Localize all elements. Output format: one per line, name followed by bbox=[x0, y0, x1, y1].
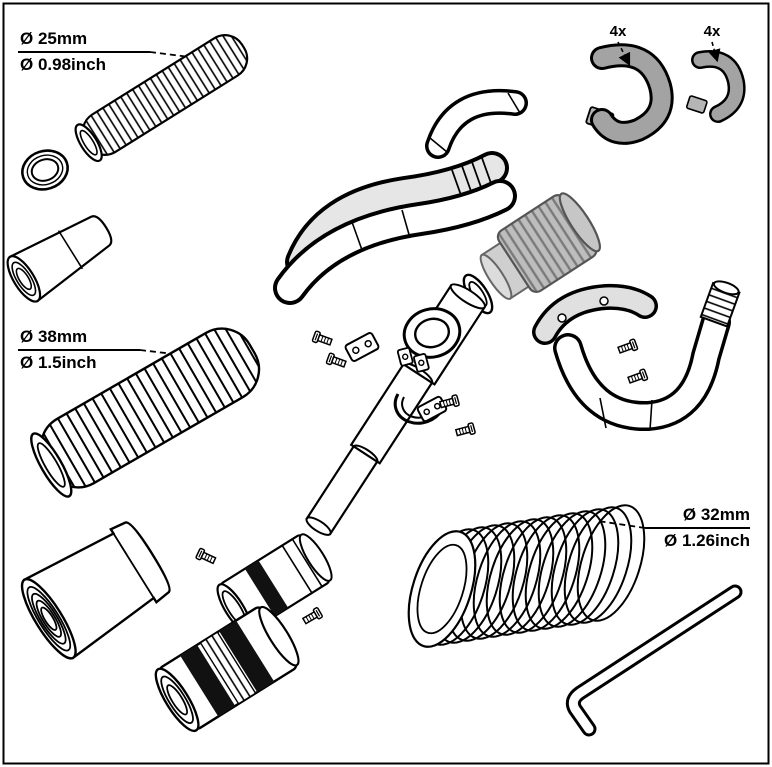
clamp-ring-icon bbox=[396, 307, 462, 373]
label-hose-38: Ø 38mm Ø 1.5inch bbox=[18, 327, 183, 372]
qty-arrow-small bbox=[708, 41, 721, 63]
label-hose-25-imperial: Ø 0.98inch bbox=[20, 55, 106, 74]
label-hose-25: Ø 25mm Ø 0.98inch bbox=[18, 29, 199, 74]
handle-shell-front-icon bbox=[273, 179, 517, 305]
grip-ridge bbox=[481, 157, 493, 187]
end-ring-25mm-icon bbox=[21, 149, 69, 191]
threaded-connector-icon bbox=[479, 192, 601, 300]
label-hose-38-imperial: Ø 1.5inch bbox=[20, 353, 97, 372]
hex-key-icon bbox=[565, 584, 743, 737]
label-hose-25-metric: Ø 25mm bbox=[20, 29, 87, 48]
label-hose-32: Ø 32mm Ø 1.26inch bbox=[597, 505, 750, 550]
strap-clamp-large-icon bbox=[585, 43, 674, 145]
label-clamp-small-qty: 4x bbox=[704, 23, 721, 40]
leader-line-32 bbox=[597, 520, 646, 529]
mounting-bracket-left-icon bbox=[344, 332, 380, 362]
label-hose-38-metric: Ø 38mm bbox=[20, 327, 87, 346]
label-hose-32-imperial: Ø 1.26inch bbox=[664, 531, 750, 550]
handle-shell-top-icon bbox=[425, 89, 528, 159]
right-elbow-tube-icon bbox=[553, 307, 731, 432]
right-elbow-shell-icon bbox=[532, 283, 658, 345]
corrugated-hose-25mm-icon bbox=[74, 34, 249, 163]
grip-ridge bbox=[471, 161, 483, 191]
hose-cuff-38mm-icon bbox=[20, 521, 171, 660]
hose-nipple-icon bbox=[699, 280, 741, 328]
corrugated-hose-38mm-icon bbox=[30, 327, 261, 498]
coiled-hose-32mm-icon bbox=[407, 495, 659, 655]
grip-ridge bbox=[461, 165, 473, 195]
hose-cuff-25mm-icon bbox=[6, 215, 113, 303]
label-hose-32-metric: Ø 32mm bbox=[683, 505, 750, 524]
label-clamp-large-qty: 4x bbox=[610, 23, 627, 40]
adapter-coupler-double-band-icon bbox=[154, 605, 300, 733]
